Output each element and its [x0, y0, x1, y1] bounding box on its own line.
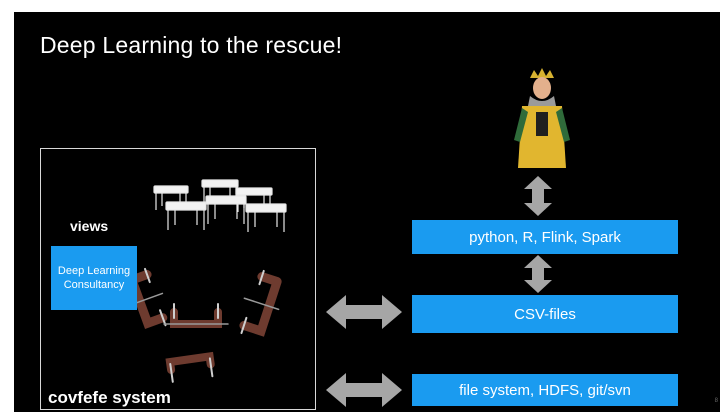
covfefe-system-label: covfefe system	[48, 388, 171, 407]
double-arrow-icon	[524, 255, 552, 293]
double-arrow-icon	[326, 295, 402, 329]
tools-box: python, R, Flink, Spark	[412, 220, 678, 254]
king-figure-icon	[512, 68, 572, 170]
slide-number: 8	[714, 398, 718, 404]
covfefe-system-box	[40, 148, 316, 410]
double-arrow-icon	[326, 373, 402, 407]
tables-icon	[153, 179, 287, 232]
consultancy-label: Deep Learning Consultancy	[57, 265, 131, 291]
deep-learning-consultancy-box: Deep Learning Consultancy	[51, 246, 137, 310]
tools-label: python, R, Flink, Spark	[469, 228, 621, 246]
csv-files-box: CSV-files	[412, 295, 678, 333]
storage-box: file system, HDFS, git/svn	[412, 374, 678, 406]
csv-label: CSV-files	[514, 305, 576, 323]
views-label: views	[70, 218, 109, 234]
diagram-graphics	[127, 68, 572, 407]
clamps-icon	[127, 267, 282, 383]
slide-title: Deep Learning to the rescue!	[40, 32, 343, 58]
slide: Deep Learning to the rescue!	[14, 12, 720, 412]
storage-label: file system, HDFS, git/svn	[459, 381, 631, 399]
double-arrow-icon	[524, 176, 552, 216]
